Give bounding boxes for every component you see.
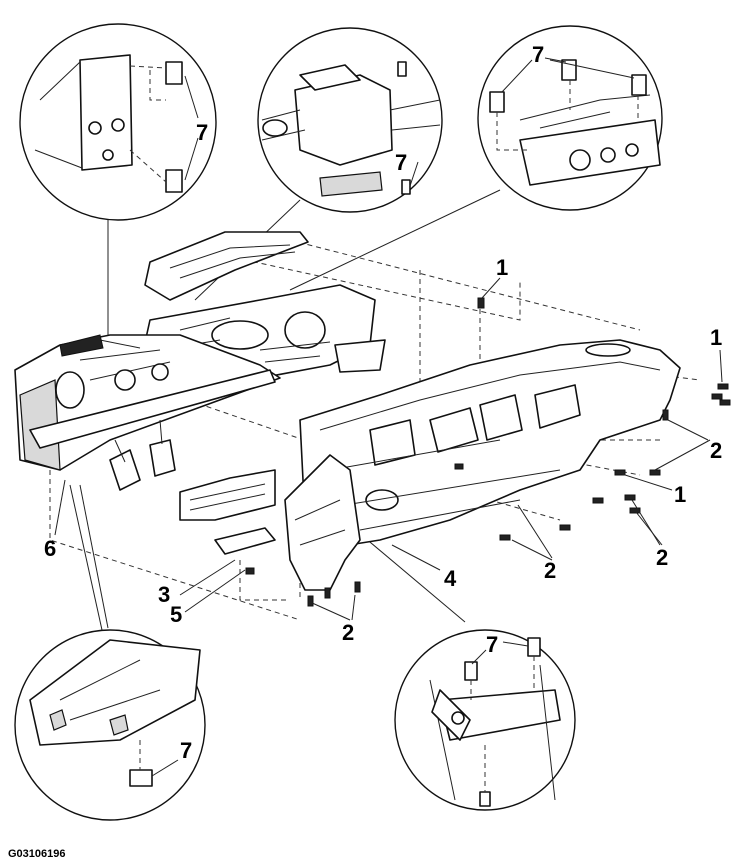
- callout-leaders: [54, 277, 723, 621]
- callout-1-lower: 1: [674, 482, 686, 507]
- callout-2-lower-right: 2: [656, 545, 668, 570]
- callout-7-bottom-right: 7: [486, 632, 498, 657]
- callout-3: 3: [158, 582, 170, 607]
- callout-4: 4: [444, 566, 457, 591]
- callout-2-right: 2: [710, 438, 722, 463]
- detail-circle-top-left: [19, 23, 217, 221]
- callout-7-bottom-left: 7: [180, 738, 192, 763]
- callout-labels: 7 7 7 7 7 1 1 1 2 2 2 2 3 4 5 6: [44, 42, 722, 763]
- panel-screws: [245, 297, 731, 607]
- callout-1-top: 1: [496, 255, 508, 280]
- callout-1-right: 1: [710, 325, 722, 350]
- detail-circle-top-middle: [257, 27, 443, 213]
- figure-code: G03106196: [8, 848, 66, 860]
- callout-7-top-left: 7: [196, 120, 208, 145]
- callout-2-bottom: 2: [342, 620, 354, 645]
- defroster-panel: [144, 231, 309, 301]
- callout-7-top-right: 7: [532, 42, 544, 67]
- detail-circle-top-right: [477, 25, 663, 211]
- callout-7-top-middle: 7: [395, 150, 407, 175]
- left-frame: [14, 334, 281, 471]
- pedal-assembly: [109, 419, 176, 491]
- steering-column-bracket: [179, 469, 276, 555]
- detail-circle-bottom-right: [394, 629, 576, 811]
- detail-circle-bottom-left: [14, 629, 206, 821]
- instrument-panel: [284, 339, 681, 591]
- callout-6: 6: [44, 536, 56, 561]
- callout-5: 5: [170, 602, 182, 627]
- callout-2-center: 2: [544, 558, 556, 583]
